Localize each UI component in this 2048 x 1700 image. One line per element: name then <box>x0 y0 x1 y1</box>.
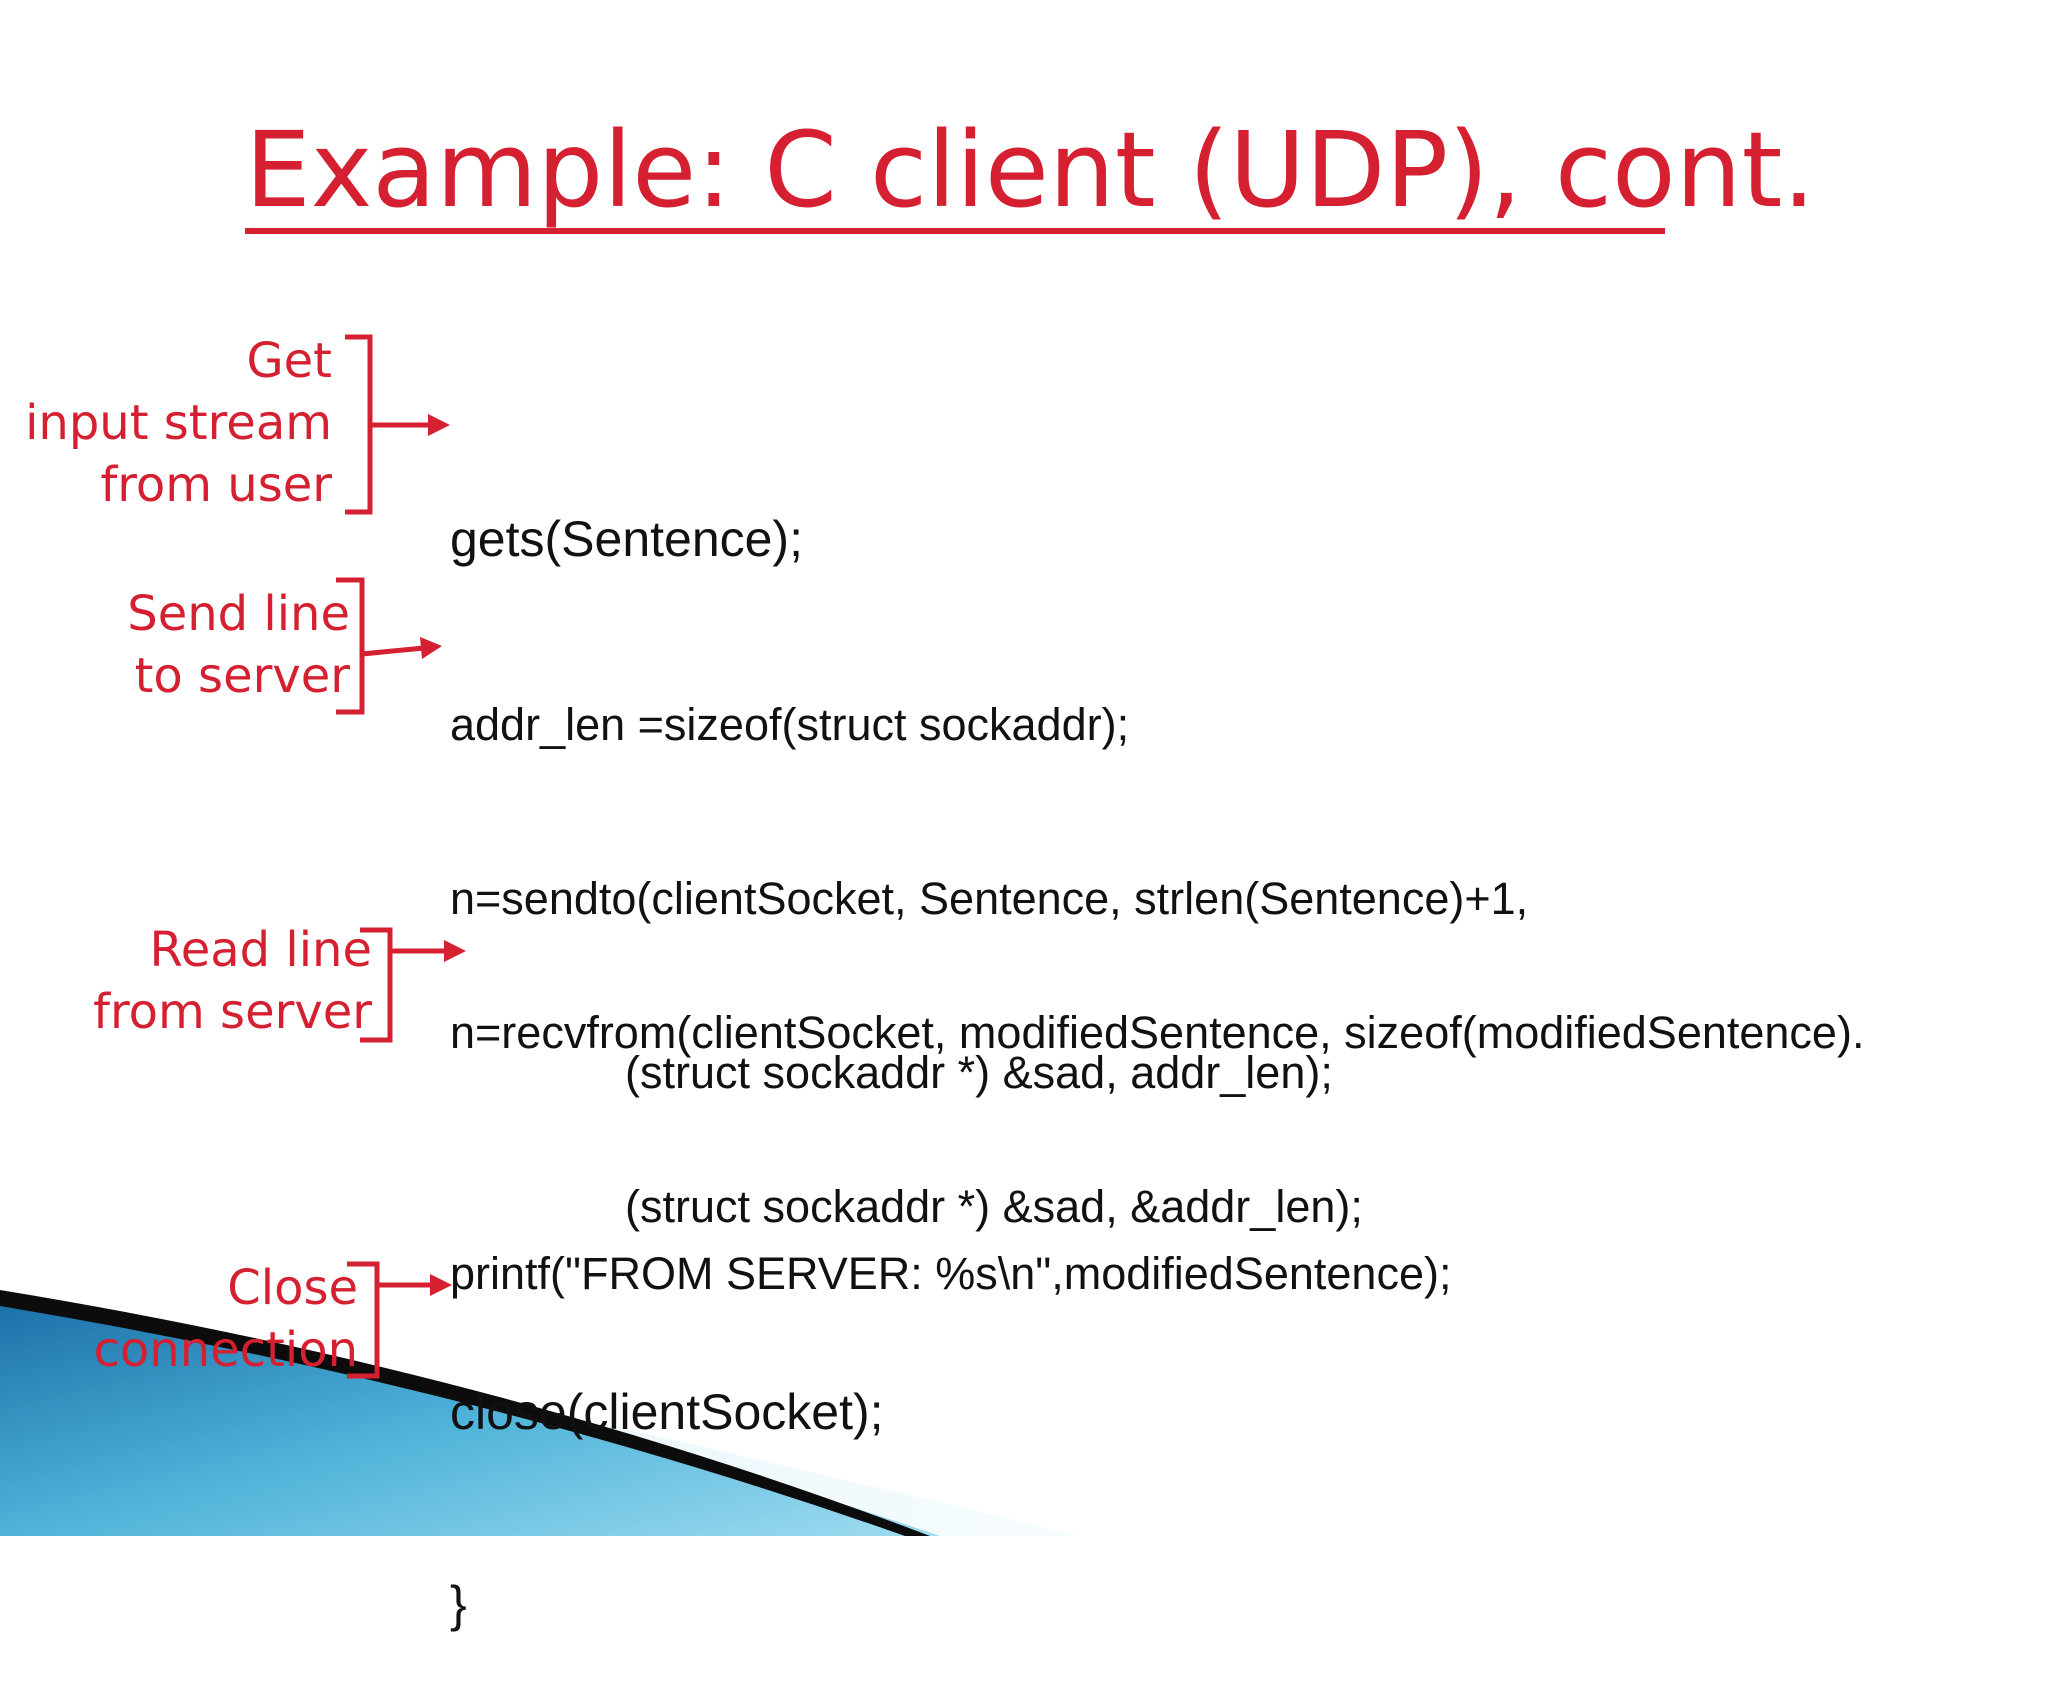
title-underline <box>245 228 1665 234</box>
bracket-arrows-overlay <box>336 334 466 1379</box>
code-sendto-block: addr_len =sizeof(struct sockaddr); n=sen… <box>450 580 1528 1160</box>
code-line: (struct sockaddr *) &sad, &addr_len); <box>450 1181 1363 1232</box>
code-line: } <box>450 1576 467 1632</box>
slide-title: Example: C client (UDP), cont. <box>245 109 1816 231</box>
code-line: printf("FROM SERVER: %s\n",modifiedSente… <box>450 1248 1452 1299</box>
arrowhead-send-line <box>420 637 442 659</box>
annotation-line: Close <box>227 1260 358 1316</box>
bracket-read-line <box>360 927 393 1043</box>
annotation-get-input: Get input stream from user <box>0 330 332 516</box>
code-line: n=sendto(clientSocket, Sentence, strlen(… <box>450 873 1529 924</box>
code-close-block: close(clientSocket); } <box>450 1252 884 1700</box>
code-line: (struct sockaddr *) &sad, addr_len); <box>450 1047 1333 1098</box>
annotation-close-connection: Close connection <box>0 1257 358 1381</box>
annotation-line: to server <box>134 648 350 704</box>
code-line: gets(Sentence); <box>450 511 803 567</box>
arrowhead-close-connection <box>430 1274 452 1296</box>
code-recvfrom-block: n=recvfrom(clientSocket, modifiedSentenc… <box>450 888 1864 1294</box>
code-line: n=recvfrom(clientSocket, modifiedSentenc… <box>450 1007 1865 1058</box>
annotation-line: Get <box>246 333 332 389</box>
arrowhead-get-input <box>428 414 450 436</box>
bracket-get-input <box>345 334 373 515</box>
annotation-send-line: Send line to server <box>0 583 350 707</box>
annotation-line: Read line <box>149 922 373 978</box>
annotation-line: from server <box>93 984 372 1040</box>
annotation-line: Send line <box>127 586 350 642</box>
code-gets: gets(Sentence); <box>450 394 803 626</box>
code-line: addr_len =sizeof(struct sockaddr); <box>450 699 1130 750</box>
annotation-line: from user <box>100 457 332 513</box>
annotation-read-line: Read line from server <box>0 919 372 1043</box>
code-line: close(clientSocket); <box>450 1384 884 1440</box>
annotation-line: connection <box>93 1322 358 1378</box>
corner-swoosh-decoration <box>0 1290 1080 1536</box>
code-printf: printf("FROM SERVER: %s\n",modifiedSente… <box>450 1129 1451 1361</box>
arrowhead-read-line <box>444 940 466 962</box>
annotation-line: input stream <box>25 395 332 451</box>
bracket-close-connection <box>347 1261 380 1379</box>
bracket-send-line <box>336 577 365 715</box>
arrow-send-line <box>361 645 425 657</box>
